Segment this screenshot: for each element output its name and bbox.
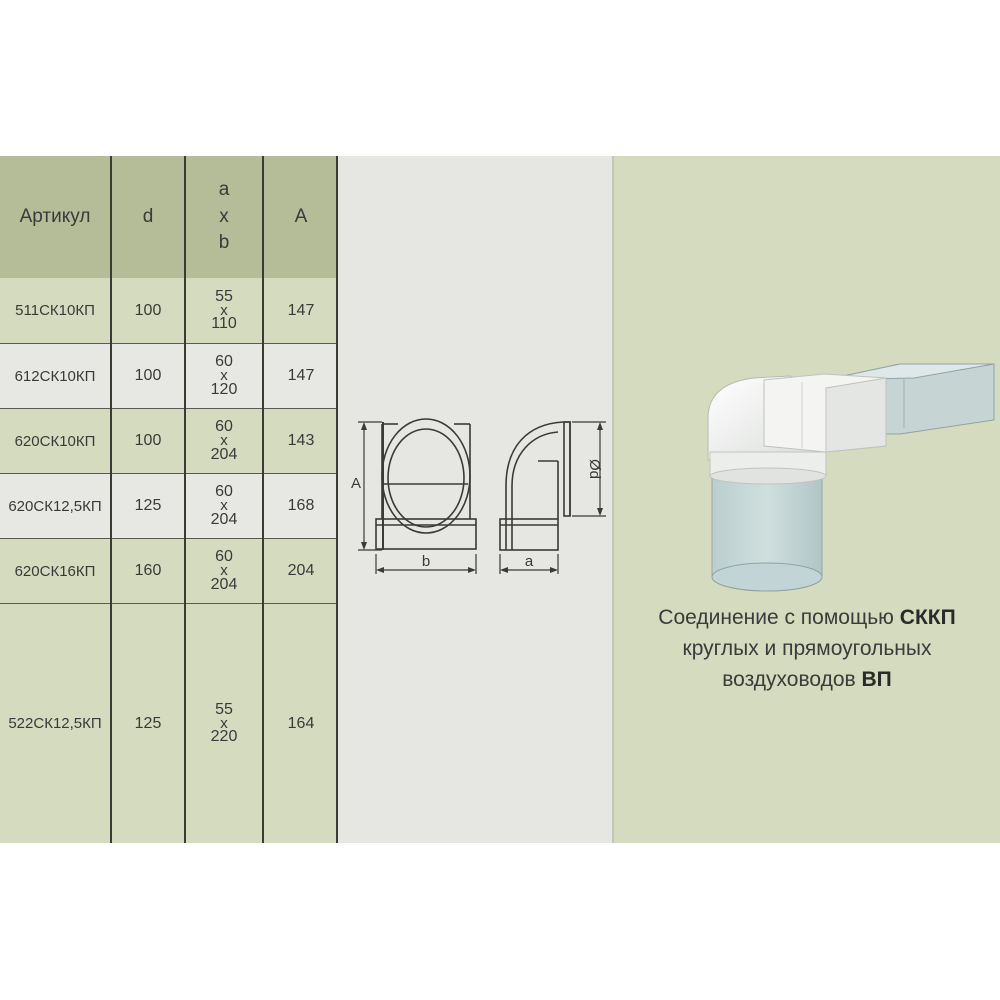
cell-A: 168 (287, 497, 315, 514)
cell-b: 204 (210, 445, 238, 463)
cell-a: 60 (215, 548, 233, 566)
technical-drawing: A b a Ød (351, 418, 606, 574)
table-row: 522СК12,5КП 125 55 x 220 164 (0, 604, 338, 843)
header-axb: a x b (186, 156, 262, 278)
cell-article: 620СК12,5КП (8, 497, 102, 515)
table-header-row: Артикул d a x b A (0, 156, 338, 279)
table-row: 620СК16КП 160 60 x 204 204 (0, 539, 338, 604)
cell-article: 612СК10КП (14, 367, 96, 385)
cell-d: 100 (134, 432, 162, 449)
cell-d: 160 (134, 562, 162, 579)
cell-b: 204 (210, 510, 238, 528)
dimension-lines (358, 421, 606, 574)
cell-a: 55 (215, 287, 233, 305)
cell-a: 55 (215, 700, 233, 718)
cell-a: 60 (215, 353, 233, 371)
elbow-connector (707, 373, 887, 485)
cell-x: x (220, 367, 228, 385)
header-A: A (294, 206, 308, 227)
cell-x: x (220, 714, 228, 732)
table-row: 511СК10КП 100 55 x 110 147 (0, 278, 338, 344)
cell-a: 60 (215, 483, 233, 501)
dimension-label-b: b (422, 553, 430, 570)
caption-line-1-bold: СККП (899, 606, 956, 629)
column-divider (336, 156, 338, 843)
cell-x: x (220, 562, 228, 580)
cell-x: x (220, 432, 228, 450)
header-x: x (219, 205, 229, 227)
product-photo-area: Соединение с помощью СККП круглых и прям… (614, 156, 1000, 843)
caption-line-2: круглых и прямоугольных (682, 637, 932, 660)
cell-b: 220 (210, 728, 238, 746)
side-view-drawing (499, 421, 571, 551)
caption-line-3-bold: ВП (861, 668, 892, 691)
cell-x: x (220, 497, 228, 515)
cell-axb: 55 x 110 (186, 278, 262, 343)
product-illustration (707, 363, 995, 592)
cell-b: 110 (211, 315, 237, 333)
dimension-arrows (361, 422, 603, 573)
header-b: b (218, 232, 230, 254)
column-divider (184, 156, 186, 843)
technical-drawing-area: A b a Ød (338, 156, 612, 843)
cell-d: 100 (134, 301, 162, 319)
caption-line-3: воздуховодов ВП (614, 664, 1000, 695)
dimension-label-A: A (351, 475, 361, 492)
cell-article: 511СК10КП (15, 302, 95, 319)
header-article: Артикул (19, 206, 91, 227)
cell-axb: 60 x 204 (186, 539, 262, 603)
cell-d: 125 (134, 497, 162, 514)
cell-a: 60 (215, 418, 233, 436)
cell-b: 120 (210, 380, 238, 398)
cell-axb: 60 x 120 (186, 344, 262, 408)
cell-x: x (220, 301, 228, 319)
cell-article: 522СК12,5КП (8, 715, 102, 732)
dimension-label-a: a (525, 553, 534, 570)
product-panel: Артикул d a x b A 511СК10КП 100 55 x 110… (0, 156, 1000, 843)
header-d: d (142, 206, 154, 227)
table-row: 612СК10КП 100 60 x 120 147 (0, 344, 338, 409)
cell-axb: 55 x 220 (186, 604, 262, 843)
cell-article: 620СК16КП (14, 562, 96, 580)
cell-A: 147 (287, 301, 315, 319)
cell-d: 125 (134, 714, 162, 732)
cell-A: 147 (287, 367, 315, 384)
header-a: a (218, 179, 230, 201)
caption-line-1-text: Соединение с помощью (658, 606, 900, 629)
dimension-label-d: Ød (586, 459, 603, 479)
cell-axb: 60 x 204 (186, 409, 262, 473)
caption-line-3-text: воздуховодов (722, 668, 862, 691)
cell-axb: 60 x 204 (186, 474, 262, 538)
front-view-drawing (375, 418, 477, 550)
cell-d: 100 (134, 367, 162, 384)
spec-table: Артикул d a x b A 511СК10КП 100 55 x 110… (0, 156, 338, 843)
product-caption: Соединение с помощью СККП круглых и прям… (614, 602, 1000, 695)
cell-article: 620СК10КП (14, 432, 96, 450)
table-row: 620СК10КП 100 60 x 204 143 (0, 409, 338, 474)
caption-line-1: Соединение с помощью СККП (614, 602, 1000, 633)
table-row: 620СК12,5КП 125 60 x 204 168 (0, 474, 338, 539)
cell-A: 204 (287, 562, 315, 579)
cell-A: 143 (287, 432, 315, 449)
cell-b: 204 (210, 575, 238, 593)
panel-divider (612, 156, 614, 843)
column-divider (110, 156, 112, 843)
cell-A: 164 (287, 714, 315, 732)
column-divider (262, 156, 264, 843)
